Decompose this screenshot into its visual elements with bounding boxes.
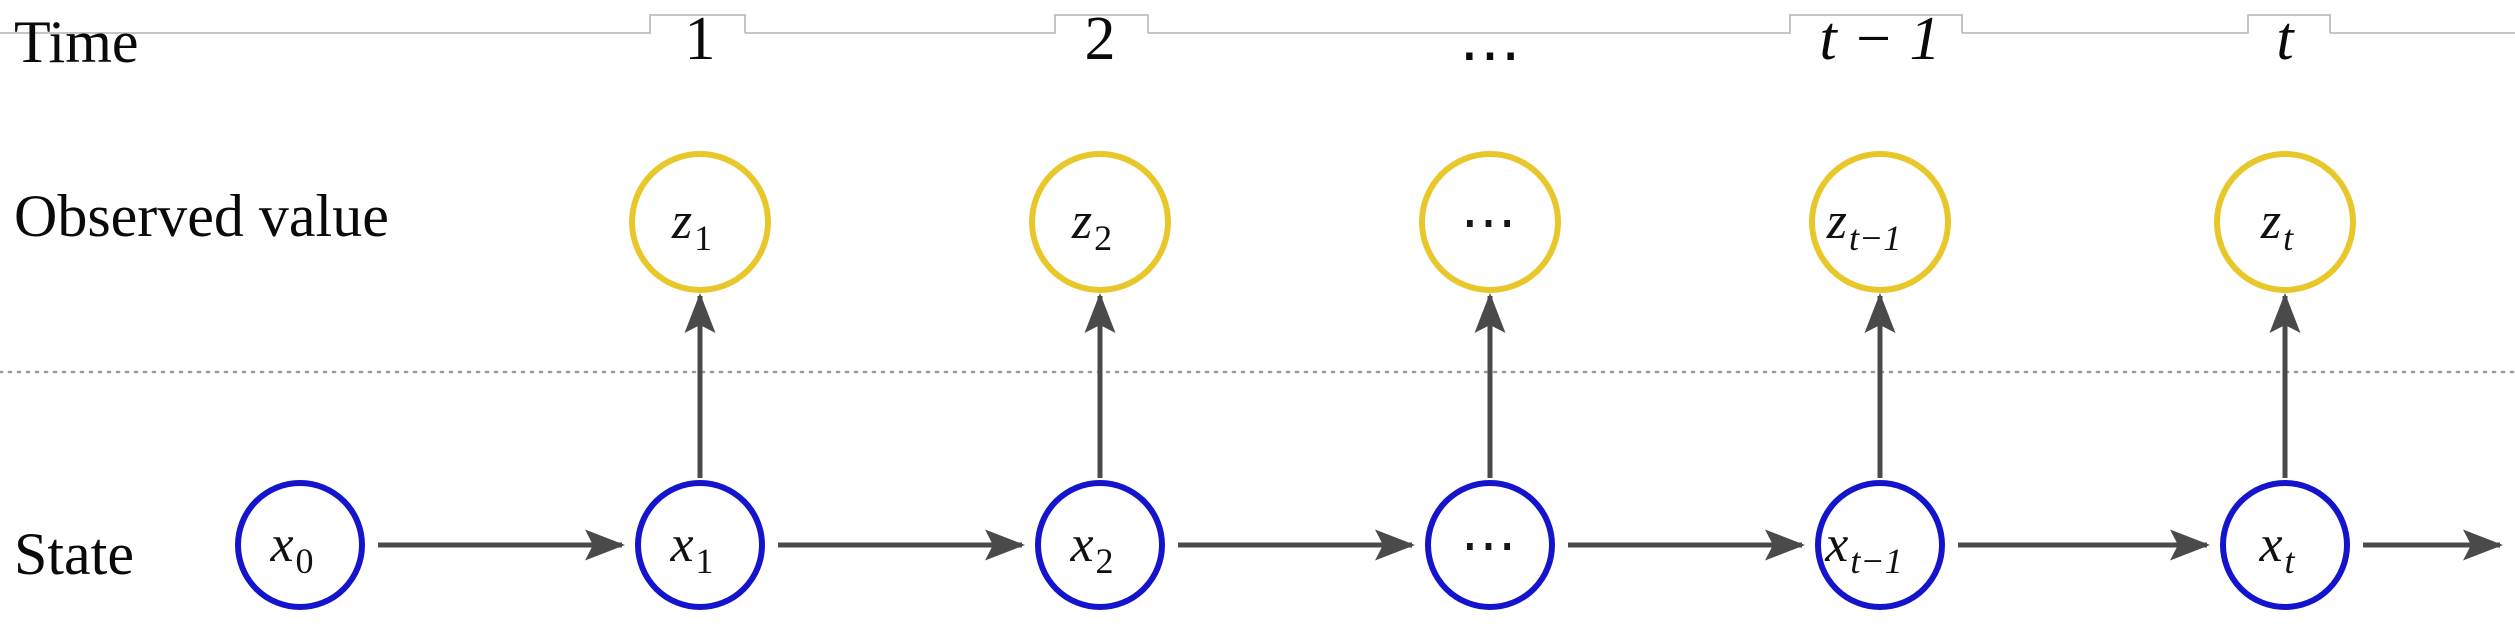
observed-node-label-zt-1: zt−1 — [1826, 193, 1902, 258]
state-node-var-x1: x — [669, 516, 693, 573]
state-node-circle-xt — [2220, 480, 2350, 610]
state-node-xt-1: xt−1 — [1815, 480, 1945, 610]
state-node-subscript-x0: 0 — [296, 541, 314, 581]
state-node-var-x0: x — [269, 516, 293, 573]
state-node-subscript-x2: 2 — [1096, 541, 1114, 581]
state-node-x2: x2 — [1035, 480, 1165, 610]
observed-node-circle-z-ellipsis — [1419, 151, 1561, 293]
state-node-x1: x1 — [635, 480, 765, 610]
observed-node-zt-1: zt−1 — [1809, 151, 1951, 293]
state-node-subscript-xt: t — [2285, 541, 2296, 581]
observed-node-z1: z1 — [629, 151, 771, 293]
observed-node-label-z1: z1 — [671, 193, 712, 258]
observed-node-circle-z2 — [1029, 151, 1171, 293]
observed-node-subscript-z2: 2 — [1094, 218, 1112, 258]
emission-arrows — [684, 293, 2301, 478]
observed-node-zt: zt — [2214, 151, 2356, 293]
state-node-circle-x0 — [235, 480, 365, 610]
state-node-circle-x-ellipsis — [1425, 480, 1555, 610]
state-node-subscript-x1: 1 — [696, 541, 714, 581]
state-node-x0: x0 — [235, 480, 365, 610]
observed-node-z-ellipsis: ⋯ — [1419, 151, 1561, 293]
state-node-label-xt: xt — [2258, 516, 2295, 581]
observed-node-subscript-z1: 1 — [694, 218, 712, 258]
state-node-label-xt-1: xt−1 — [1824, 516, 1902, 581]
observed-node-var-zt-1: z — [1826, 193, 1847, 250]
state-node-label-x2: x2 — [1069, 516, 1113, 581]
state-node-label-x0: x0 — [269, 516, 313, 581]
time-tick-1: 1 — [685, 5, 716, 73]
time-tick-ellipsis: ⋯ — [1459, 22, 1521, 90]
observed-node-circle-zt-1 — [1809, 151, 1951, 293]
time-axis-rule-segment-0 — [0, 14, 746, 34]
state-node-subscript-xt-1: t−1 — [1850, 541, 1902, 581]
time-tick-labels: 1 2 ⋯ t − 1 t — [685, 5, 2296, 90]
time-tick-2: 2 — [1085, 5, 1116, 73]
observed-node-var-zt: z — [2260, 193, 2281, 250]
time-tick-t: t — [2276, 5, 2295, 73]
time-axis-rule — [0, 14, 2515, 34]
state-node-circle-x2 — [1035, 480, 1165, 610]
observed-node-label-z-ellipsis: ⋯ — [1461, 192, 1520, 254]
state-node-var-xt-1: x — [1824, 516, 1848, 573]
observed-node-z2: z2 — [1029, 151, 1171, 293]
observed-node-subscript-zt: t — [2283, 218, 2294, 258]
state-node-circle-xt-1 — [1815, 480, 1945, 610]
observed-node-circle-zt — [2214, 151, 2356, 293]
observed-node-var-z2: z — [1071, 193, 1092, 250]
time-axis-rule-segment-2 — [1148, 14, 1963, 34]
row-label-observed-value: Observed value — [14, 183, 389, 249]
state-node-label-x1: x1 — [669, 516, 713, 581]
state-node-var-xt: x — [2258, 516, 2282, 573]
time-axis-rule-segment-1 — [745, 14, 1149, 34]
state-node-xt: xt — [2220, 480, 2350, 610]
state-node-circle-x1 — [635, 480, 765, 610]
observed-node-subscript-zt-1: t−1 — [1849, 218, 1901, 258]
state-node-var-x2: x — [1069, 516, 1093, 573]
observed-node-label-zt: zt — [2260, 193, 2294, 258]
row-label-time: Time — [14, 9, 139, 75]
observed-node-var-z1: z — [671, 193, 692, 250]
observed-node-label-z2: z2 — [1071, 193, 1112, 258]
row-label-state: State — [14, 521, 134, 587]
state-node-x-ellipsis: ⋯ — [1425, 480, 1555, 610]
state-node-label-x-ellipsis: ⋯ — [1461, 515, 1520, 577]
time-tick-t1: t − 1 — [1819, 5, 1940, 73]
observed-node-circle-z1 — [629, 151, 771, 293]
time-axis-rule-segment-3 — [1962, 14, 2331, 34]
